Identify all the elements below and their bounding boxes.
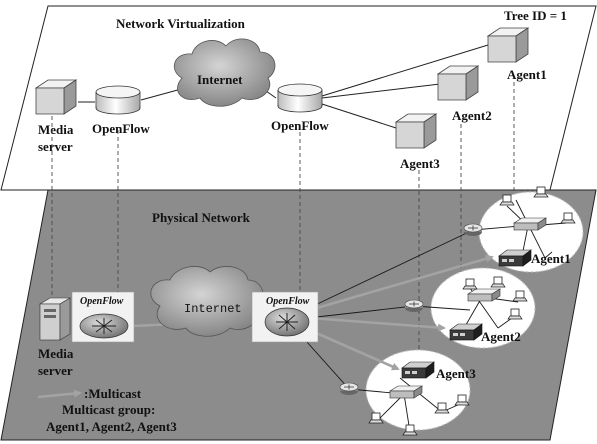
- openflow-right-virtual-label: OpenFlow: [271, 118, 329, 133]
- media-server-virtual-label-line1: Media: [38, 122, 74, 137]
- legend-multicast-arrow: [37, 389, 82, 399]
- agent1-physical-label: Agent1: [531, 251, 571, 266]
- media-server-physical-icon: [38, 297, 72, 341]
- router-path-agent2: [404, 299, 424, 313]
- openflow-left-virtual-label: OpenFlow: [92, 121, 150, 136]
- virtual-plane-title: Network Virtualization: [116, 16, 246, 31]
- openflow-badge-right: OpenFlow: [266, 296, 310, 307]
- openflow-left-virtual-icon: [95, 85, 141, 115]
- agent3-physical-label: Agent3: [436, 366, 476, 381]
- media-server-physical-label-line1: Media: [38, 346, 74, 361]
- openflow-badge-left: OpenFlow: [80, 296, 124, 307]
- multicast-arrow-agent3: [304, 326, 400, 371]
- agent1-virtual-icon: [487, 27, 529, 63]
- legend-group-members: Agent1, Agent2, Agent3: [46, 419, 177, 434]
- internet-cloud-virtual: Internet: [173, 38, 276, 107]
- internet-label-virtual: Internet: [197, 72, 243, 87]
- internet-label-physical: Internet: [184, 302, 242, 316]
- router-path-agent1: [463, 223, 483, 237]
- legend: :Multicast Multicast group: Agent1, Agen…: [37, 386, 177, 434]
- internet-cloud-physical: Internet: [150, 266, 264, 337]
- agent3-server-icon: [401, 361, 435, 379]
- openflow-router-right: OpenFlow: [251, 291, 319, 343]
- agent2-virtual-icon: [437, 65, 479, 101]
- agent2-switch: [467, 288, 501, 302]
- media-server-virtual-icon: [35, 79, 77, 115]
- agent2-physical-label: Agent2: [481, 329, 521, 344]
- router-path-agent3: [339, 382, 359, 396]
- multicast-arrow-agent1: [309, 254, 494, 312]
- agent1-virtual-label: Agent1: [507, 67, 547, 82]
- physical-plane-title: Physical Network: [152, 210, 251, 225]
- agent2-virtual-label: Agent2: [452, 108, 492, 123]
- agent1-server-icon: [498, 249, 532, 267]
- agent3-switch: [389, 385, 423, 399]
- legend-arrow-label: :Multicast: [84, 386, 142, 401]
- openflow-router-left: OpenFlow: [71, 291, 135, 343]
- agent3-virtual-icon: [395, 113, 437, 149]
- agent2-server-icon: [449, 323, 483, 341]
- multicast-arrow-agent2: [309, 316, 446, 332]
- tree-id-label: Tree ID = 1: [504, 8, 567, 23]
- agent3-virtual-label: Agent3: [400, 156, 440, 171]
- openflow-right-virtual-icon: [277, 83, 323, 113]
- agent1-switch: [513, 217, 547, 231]
- legend-group-title: Multicast group:: [62, 402, 155, 417]
- media-server-physical-label-line2: server: [38, 363, 73, 378]
- projection-lines: [51, 82, 515, 362]
- media-server-virtual-label-line2: server: [38, 139, 73, 154]
